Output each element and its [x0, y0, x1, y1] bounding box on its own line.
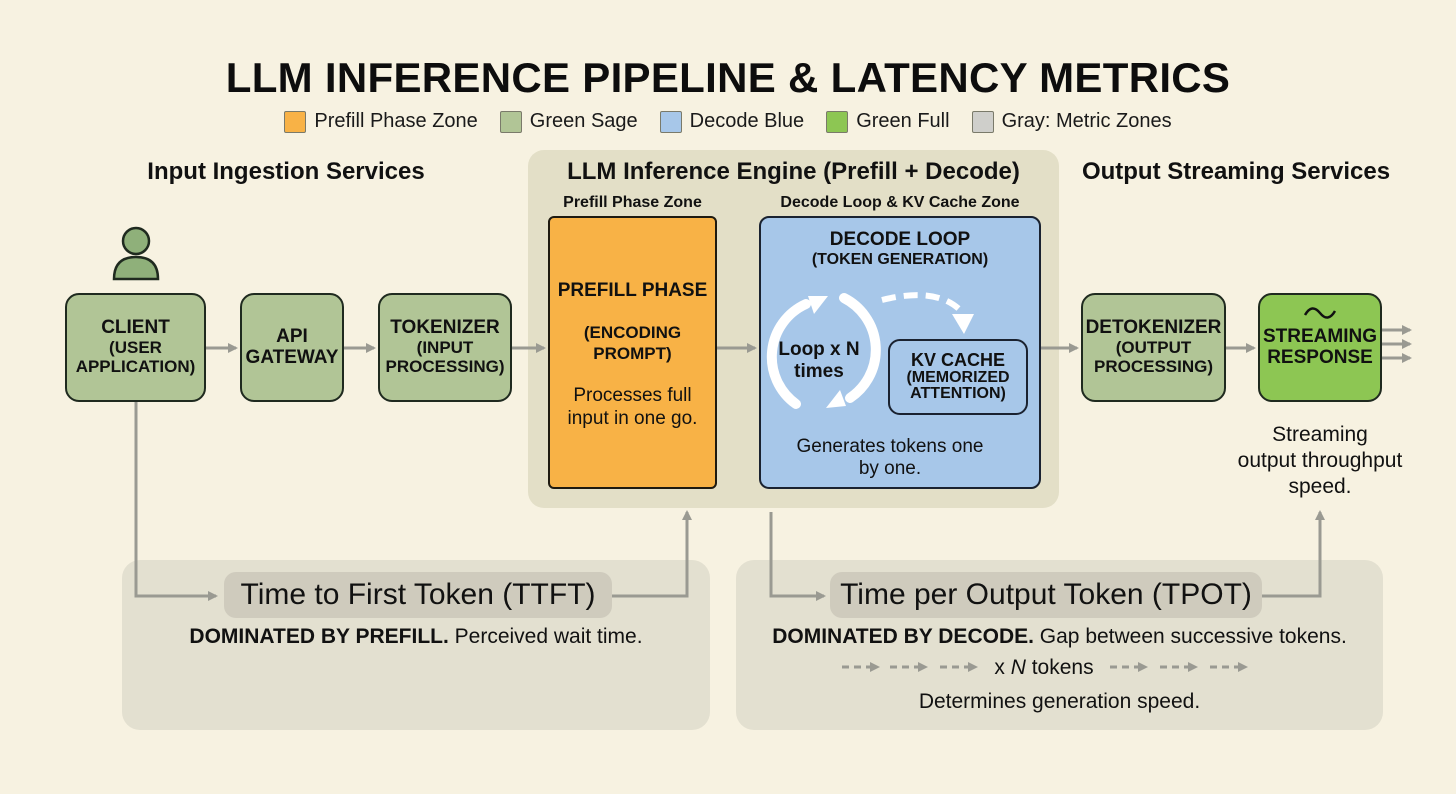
loop-arrows-icon — [766, 293, 881, 409]
detokenizer-sub: (OUTPUT — [1115, 338, 1192, 358]
legend-item-green-sage: Green Sage — [499, 110, 638, 133]
wave-icon — [1303, 307, 1337, 319]
legend-label: Decode Blue — [689, 110, 805, 132]
prefill-desc: Processes full — [573, 385, 692, 406]
prefill-sub: (ENCODING — [583, 323, 682, 342]
client-sub: APPLICATION) — [75, 356, 196, 376]
loop-label: times — [794, 361, 844, 382]
legend-swatch-prefill — [284, 110, 307, 133]
prefill-phase-box — [548, 216, 717, 489]
legend-item-green-full: Green Full — [826, 110, 950, 133]
tokenizer-sub: PROCESSING) — [385, 356, 505, 376]
page-title: LLM INFERENCE PIPELINE & LATENCY METRICS — [225, 54, 1231, 101]
detokenizer-title: DETOKENIZER — [1085, 317, 1222, 339]
tokens-n: N — [1010, 656, 1026, 679]
legend-item-gray: Gray: Metric Zones — [971, 110, 1172, 133]
detokenizer-sub: PROCESSING) — [1093, 356, 1214, 376]
legend-label: Green Sage — [529, 110, 638, 132]
legend-swatch-gray — [971, 110, 994, 133]
legend-swatch-decode-blue — [659, 110, 682, 133]
section-title-input: Input Ingestion Services — [147, 158, 425, 185]
decode-sub: (TOKEN GENERATION) — [811, 251, 989, 268]
prefill-title: PREFILL PHASE — [557, 280, 708, 301]
legend-label: Prefill Phase Zone — [314, 110, 478, 132]
tpot-description: DOMINATED BY DECODE. Gap between success… — [736, 625, 1383, 649]
tpot-tokens-label: x N tokens — [984, 656, 1104, 680]
kv-sub: ATTENTION) — [910, 385, 1006, 403]
detokenizer-node: DETOKENIZER (OUTPUT PROCESSING) — [1081, 293, 1226, 402]
kv-dashed-arrow — [881, 292, 974, 334]
kv-sub: (MEMORIZED — [906, 368, 1010, 386]
gateway-title: GATEWAY — [245, 346, 339, 368]
streaming-note: output throughput — [1237, 449, 1403, 472]
legend-label: Gray: Metric Zones — [1001, 110, 1172, 132]
legend-item-prefill: Prefill Phase Zone — [284, 110, 478, 133]
streaming-note: Streaming — [1272, 423, 1368, 446]
ttft-description: DOMINATED BY PREFILL. Perceived wait tim… — [122, 625, 710, 649]
loop-label: Loop x N — [778, 339, 860, 360]
legend-swatch-green-full — [826, 110, 849, 133]
tokens-prefix: x — [994, 656, 1011, 679]
gateway-title: API — [276, 325, 308, 347]
client-node: CLIENT (USER APPLICATION) — [65, 293, 206, 402]
legend-label: Green Full — [856, 110, 950, 132]
streaming-title: STREAMING — [1263, 326, 1377, 347]
decode-title: DECODE LOOP — [829, 229, 971, 250]
tokenizer-title: TOKENIZER — [390, 317, 500, 339]
tokenizer-sub: (INPUT — [416, 338, 474, 358]
section-title-output: Output Streaming Services — [1081, 158, 1391, 185]
streaming-title: RESPONSE — [1267, 346, 1373, 368]
flow-arrows — [134, 325, 1412, 601]
tpot-footer: Determines generation speed. — [918, 690, 1201, 713]
client-sub: (USER — [109, 338, 162, 358]
tpot-bold: DOMINATED BY DECODE. — [772, 625, 1034, 648]
prefill-desc: input in one go. — [567, 408, 698, 429]
zone-title-decode: Decode Loop & KV Cache Zone — [780, 194, 1020, 211]
client-title: CLIENT — [101, 317, 170, 339]
ttft-bold: DOMINATED BY PREFILL. — [189, 625, 449, 648]
prefill-sub: PROMPT) — [593, 344, 672, 363]
decode-desc: Generates tokens one — [796, 436, 984, 457]
ttft-rest: Perceived wait time. — [448, 625, 643, 648]
decode-desc: by one. — [858, 458, 922, 479]
decode-loop-box — [759, 216, 1041, 489]
legend: Prefill Phase Zone Green Sage Decode Blu… — [0, 110, 1456, 133]
streaming-response-node: STREAMING RESPONSE — [1258, 293, 1382, 402]
zone-title-prefill: Prefill Phase Zone — [563, 194, 702, 211]
tokenizer-node: TOKENIZER (INPUT PROCESSING) — [378, 293, 512, 402]
kv-cache-node: KV CACHE (MEMORIZED ATTENTION) — [888, 339, 1028, 415]
section-title-engine: LLM Inference Engine (Prefill + Decode) — [567, 158, 1020, 185]
tpot-rest: Gap between successive tokens. — [1033, 625, 1347, 648]
kv-title: KV CACHE — [910, 349, 1005, 370]
user-icon — [112, 226, 160, 281]
tokens-suffix: tokens — [1025, 656, 1094, 679]
ttft-title: Time to First Token (TTFT) — [224, 572, 612, 618]
streaming-note: speed. — [1288, 475, 1352, 498]
tpot-title: Time per Output Token (TPOT) — [830, 572, 1262, 618]
legend-item-decode-blue: Decode Blue — [659, 110, 805, 133]
legend-swatch-green-sage — [499, 110, 522, 133]
api-gateway-node: API GATEWAY — [240, 293, 344, 402]
